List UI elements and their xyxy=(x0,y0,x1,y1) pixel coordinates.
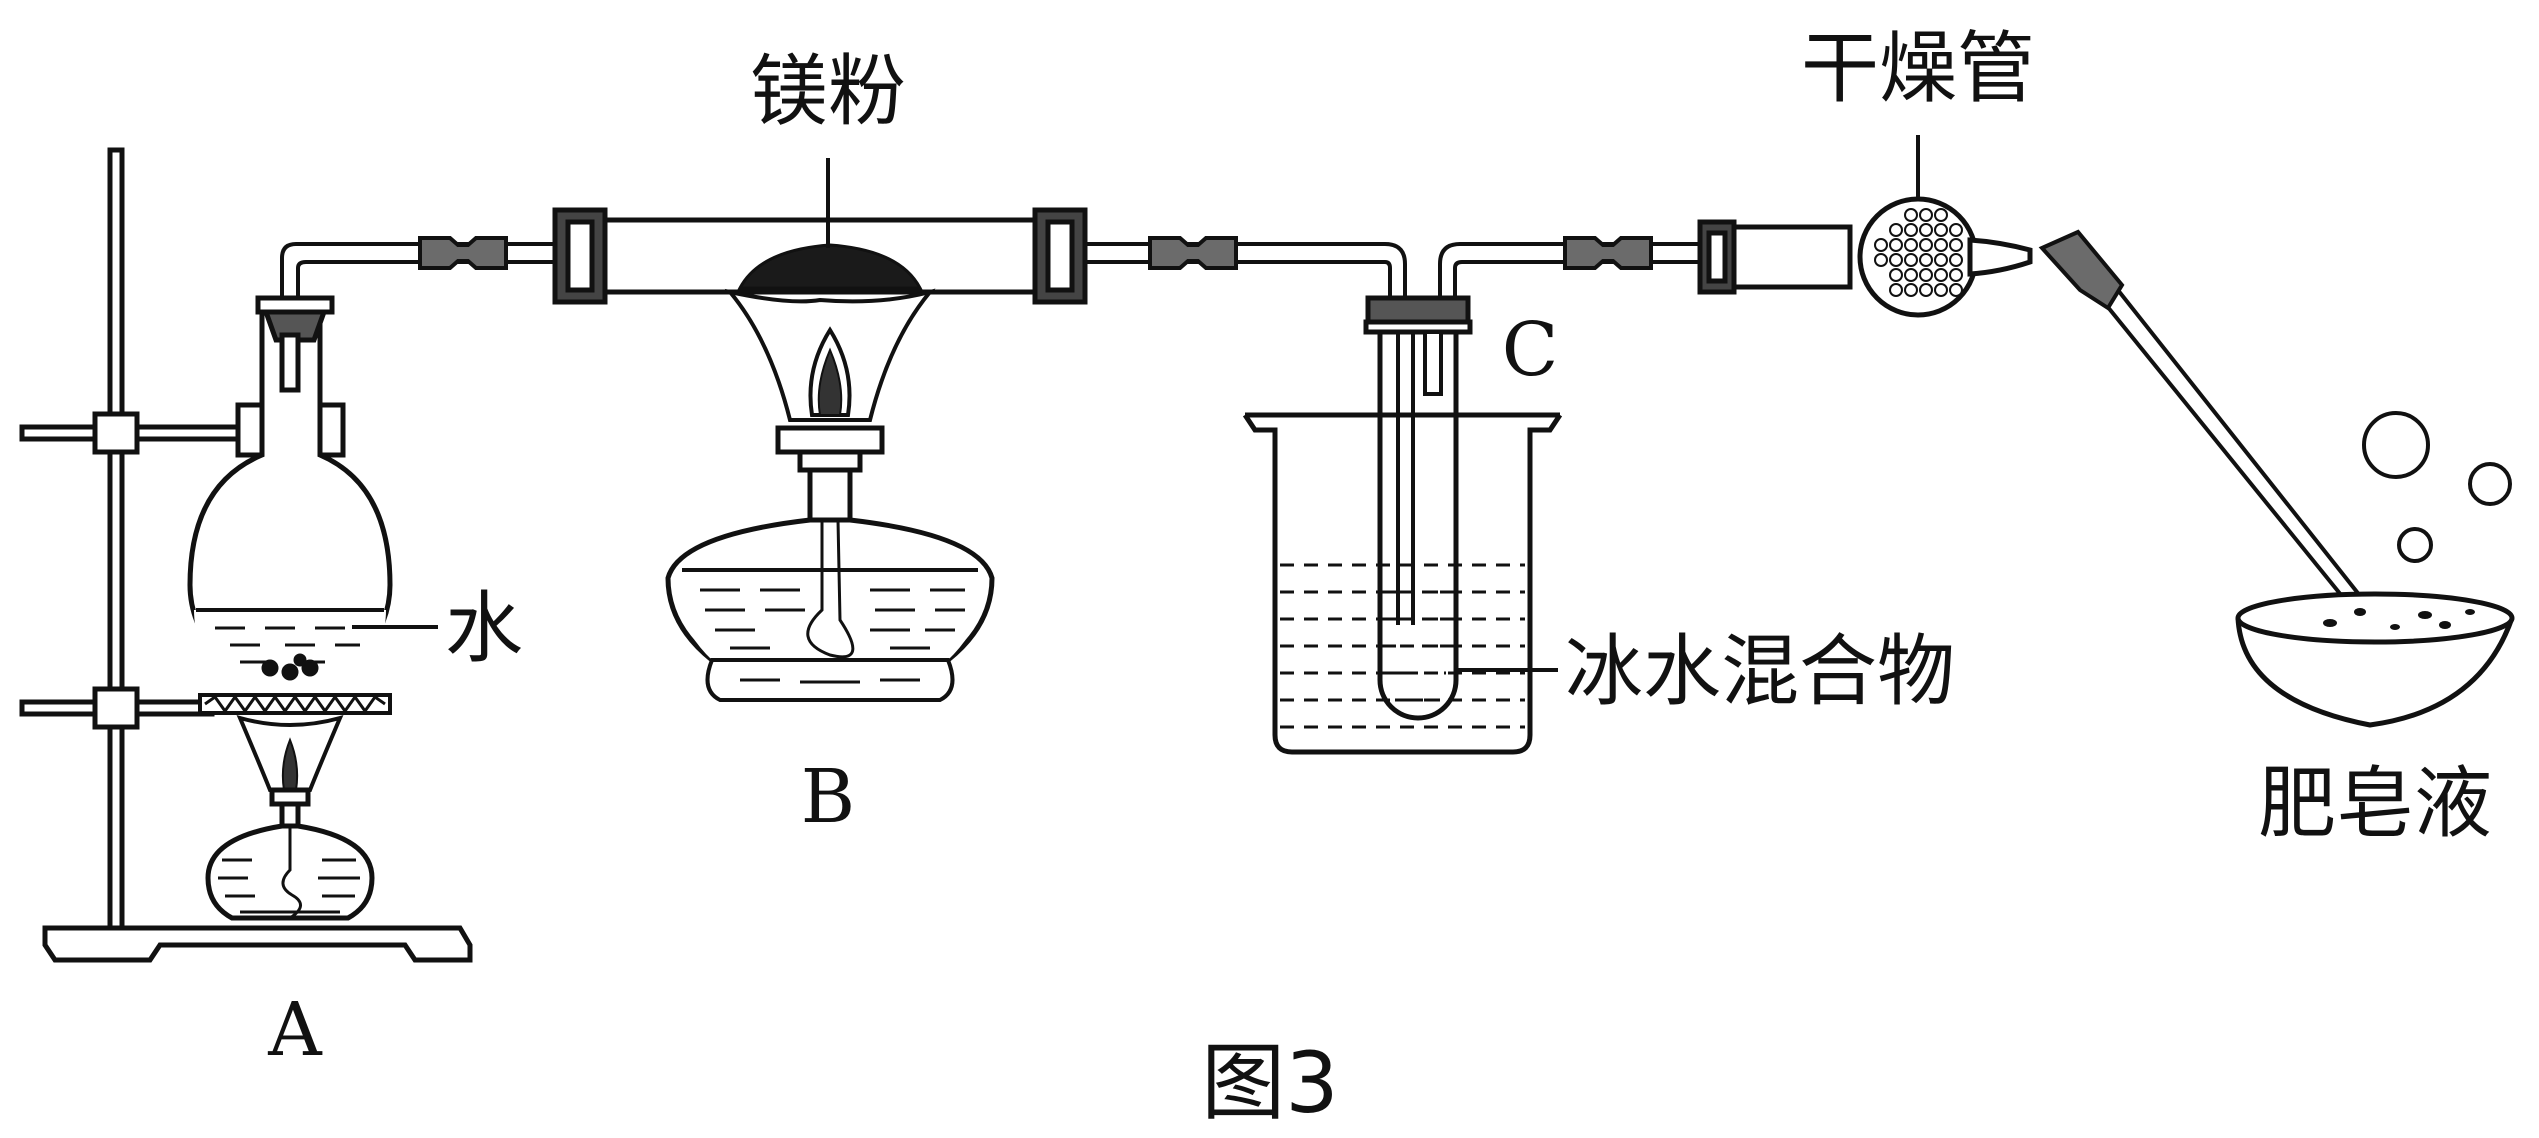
leader-lines xyxy=(352,135,1920,672)
drying-agent-granule xyxy=(1889,238,1903,252)
drying-agent-granule xyxy=(1934,283,1948,297)
drying-agent-granule xyxy=(1874,253,1888,267)
drying-agent-granule xyxy=(1949,223,1963,237)
glass-tube-connector xyxy=(2038,229,2125,311)
beaker xyxy=(1242,412,1563,755)
label-magnesium-powder: 镁粉 xyxy=(750,47,906,137)
drying-agent-granule xyxy=(1949,238,1963,252)
drying-agent-granule xyxy=(1889,253,1903,267)
rubber-connectors xyxy=(418,236,1653,270)
drying-agent-granule xyxy=(1919,208,1933,222)
alcohol-lamp-a xyxy=(205,714,375,921)
drying-agent-granule xyxy=(1874,238,1888,252)
drying-agent-granule xyxy=(1889,283,1903,297)
drying-agent-granule xyxy=(1904,208,1918,222)
label-water: 水 xyxy=(445,584,523,674)
test-tube xyxy=(1363,295,1473,721)
alcohol-lamp-b xyxy=(665,288,995,702)
label-drying-tube: 干燥管 xyxy=(1801,24,2035,114)
drying-agent-granule xyxy=(1904,253,1918,267)
drying-agent-granule xyxy=(1949,268,1963,282)
drying-agent-granule xyxy=(1934,238,1948,252)
drying-agent-granule xyxy=(1934,253,1948,267)
drying-agent-particles xyxy=(1874,208,1963,297)
ice-water-dashes xyxy=(1280,563,1525,729)
magnesium-powder-pile xyxy=(737,243,923,290)
wire-gauze xyxy=(198,693,392,715)
drying-agent-granule xyxy=(1889,223,1903,237)
label-apparatus-a: A xyxy=(267,987,323,1073)
drying-agent-granule xyxy=(1934,268,1948,282)
soap-bubbles xyxy=(2362,411,2512,563)
drying-agent-granule xyxy=(1919,283,1933,297)
label-apparatus-c: C xyxy=(1502,307,1559,393)
drying-agent-granule xyxy=(1949,283,1963,297)
drying-agent-granule xyxy=(1904,223,1918,237)
drying-agent-granule xyxy=(1919,253,1933,267)
figure-caption: 图3 xyxy=(1201,1034,1338,1132)
drying-agent-granule xyxy=(1919,238,1933,252)
label-ice-water-mixture: 冰水混合物 xyxy=(1565,627,1955,717)
round-bottom-flask xyxy=(187,297,393,706)
label-apparatus-b: B xyxy=(801,754,855,840)
label-soap-solution: 肥皂液 xyxy=(2258,759,2492,849)
drying-tube xyxy=(1697,196,2033,318)
flask-stopper xyxy=(255,295,335,393)
drying-agent-granule xyxy=(1889,268,1903,282)
drying-agent-granule xyxy=(1934,223,1948,237)
evaporating-dish xyxy=(2235,591,2515,728)
drying-agent-granule xyxy=(1919,268,1933,282)
drying-agent-granule xyxy=(1904,268,1918,282)
drying-agent-granule xyxy=(1949,253,1963,267)
drying-agent-granule xyxy=(1904,238,1918,252)
drying-agent-granule xyxy=(1919,223,1933,237)
iron-stand xyxy=(19,147,473,963)
drying-agent-granule xyxy=(1934,208,1948,222)
drying-agent-granule xyxy=(1904,283,1918,297)
